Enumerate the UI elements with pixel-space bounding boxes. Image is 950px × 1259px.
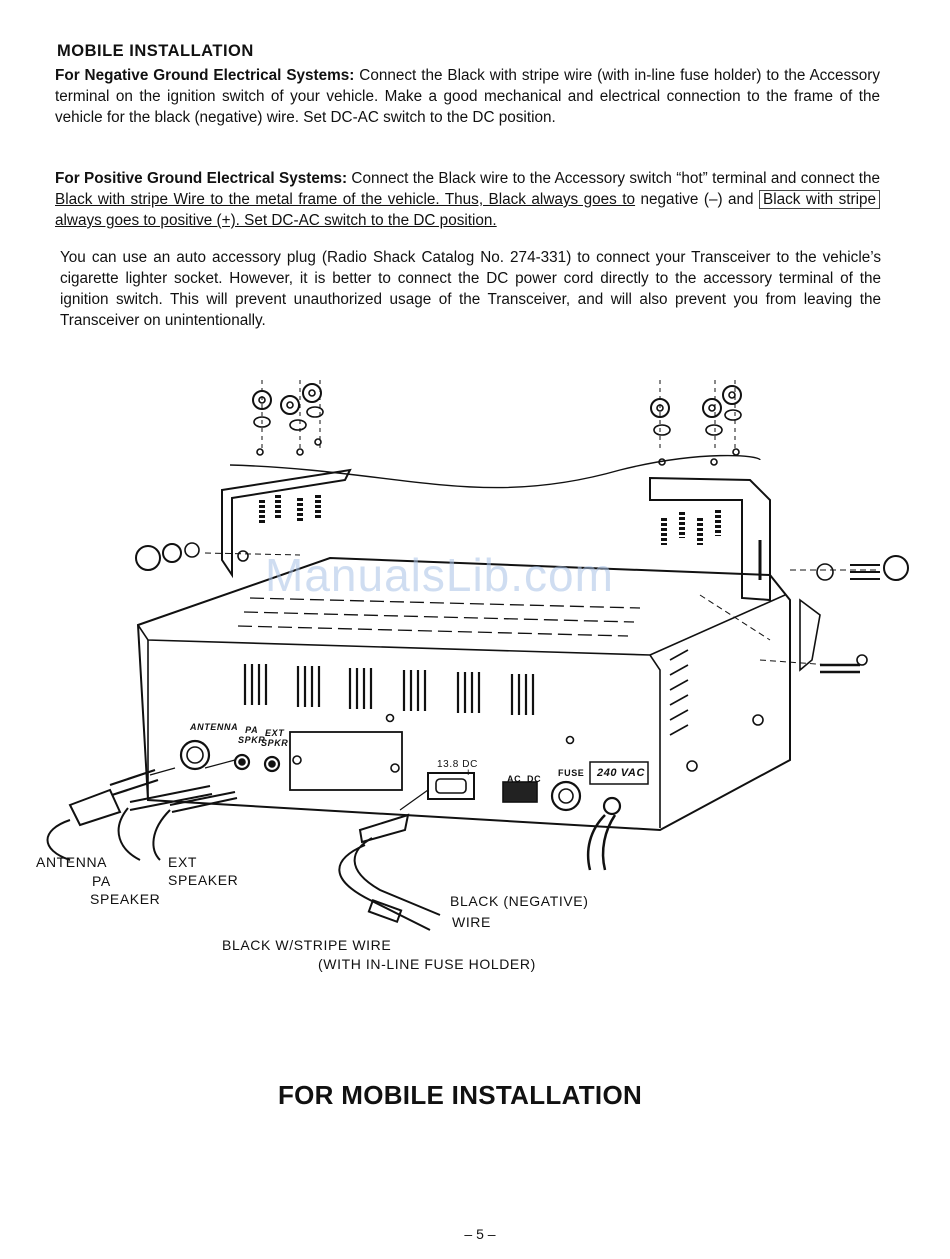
paragraph-lead: For Positive Ground Electrical Systems: (55, 170, 348, 187)
label-fuse-holder: (WITH IN-LINE FUSE HOLDER) (318, 956, 536, 972)
panel-vac-label: 240 VAC (597, 767, 646, 779)
label-ext: EXT (168, 854, 198, 870)
panel-plus: + (465, 767, 473, 779)
page-number: – 5 – (464, 1226, 496, 1242)
side-thumbscrews (135, 542, 909, 674)
hardware-top-right (650, 385, 742, 545)
panel-minus: – (436, 767, 443, 779)
boxed-text: Black with stripe (759, 190, 880, 209)
panel-dc-label: 13.8 DC (437, 759, 478, 770)
watermark: ManualsLib.com (265, 549, 614, 601)
underlined-text: Black with stripe Wire to the metal fram… (55, 191, 636, 208)
panel-antenna-label: ANTENNA (190, 722, 239, 732)
transceiver-chassis (136, 556, 791, 832)
paragraph-negative-ground: For Negative Ground Electrical Systems: … (55, 65, 880, 128)
panel-dc-switch-label: DC (527, 774, 542, 784)
paragraph-lead: For Negative Ground Electrical Systems: (55, 67, 355, 84)
label-wire: WIRE (452, 914, 491, 930)
label-black-stripe: BLACK W/STRIPE WIRE (222, 937, 392, 953)
label-pa-speaker: SPEAKER (90, 891, 161, 907)
label-antenna: ANTENNA (36, 854, 108, 870)
paragraph-positive-ground: For Positive Ground Electrical Systems: … (55, 168, 880, 231)
figure-caption: FOR MOBILE INSTALLATION (277, 1080, 643, 1110)
panel-fuse-label: FUSE (558, 768, 585, 778)
hardware-top-left (252, 383, 324, 525)
paragraph-body: negative (–) and (635, 191, 760, 208)
paragraph-body: Connect the Black with stripe wire (with… (55, 67, 881, 126)
label-black-negative: BLACK (NEGATIVE) (450, 893, 589, 909)
paragraph-body: Connect the Black wire to the Accessory … (347, 170, 880, 187)
section-heading: MOBILE INSTALLATION (57, 42, 254, 60)
underlined-text: always goes to positive (+). Set DC-AC s… (55, 212, 497, 229)
cables (46, 759, 617, 931)
label-ext-speaker: SPEAKER (168, 872, 239, 888)
paragraph-accessory-plug: You can use an auto accessory plug (Radi… (60, 249, 881, 329)
panel-ac-label: AC (507, 774, 522, 784)
label-pa: PA (92, 873, 111, 889)
